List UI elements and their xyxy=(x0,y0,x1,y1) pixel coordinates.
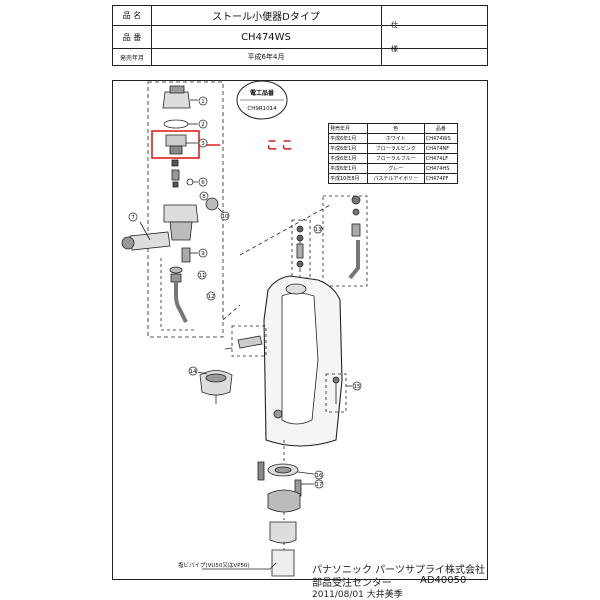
release-date-row: 発売年月 平成6年4月 xyxy=(113,49,487,65)
part-number-3: 3 xyxy=(198,138,208,148)
color-row-date: 平成6年1月 xyxy=(328,143,368,154)
color-header-date: 発売年月 xyxy=(328,123,368,134)
footer-company: パナソニック パーツサプライ株式会社 xyxy=(312,565,485,576)
part-number-15: 15 xyxy=(352,381,362,391)
pipe-label: 塩ビパイプ(VU50又はVP50) xyxy=(178,561,250,569)
color-row-color: ホワイト xyxy=(366,133,425,144)
product-number-value: CH474WS xyxy=(151,26,382,48)
color-row-color: グレー xyxy=(366,163,425,174)
svg-text:2: 2 xyxy=(201,122,205,128)
product-number-row: 品 番 CH474WS xyxy=(113,26,487,49)
footer-dept: 部品受注センター xyxy=(312,578,392,589)
part-number-2: 2 xyxy=(198,119,208,129)
svg-text:7: 7 xyxy=(131,215,135,221)
color-row-color: フローラルブルー xyxy=(366,153,425,164)
color-row-date: 平成6年1月 xyxy=(328,153,368,164)
part-number-14: 14 xyxy=(188,366,198,376)
footer-code: AD40050 xyxy=(420,575,467,586)
part-number-6: 6 xyxy=(198,177,208,187)
color-row-number: CH474LF xyxy=(423,153,459,164)
part-number-12: 12 xyxy=(206,291,216,301)
color-row: 平成6年1月 グレー CH474HS xyxy=(328,163,459,174)
svg-text:12: 12 xyxy=(208,294,215,300)
part-number-11: 11 xyxy=(197,270,207,280)
product-name-value: ストール小便器Dタイプ xyxy=(151,6,382,25)
color-row-date: 平成6年1月 xyxy=(328,133,368,144)
spec-label: 仕 xyxy=(391,21,398,29)
color-row-date: 平成10年8月 xyxy=(328,173,368,184)
color-row-color: パステルアイボリー xyxy=(366,173,425,184)
footer-date-author: 2011/08/01 大井美季 xyxy=(312,590,403,600)
exploded-diagram-frame xyxy=(112,80,488,580)
color-variant-table: 発売年月 色 品番 平成6年1月 ホワイト CH474WS 平成6年1月 フロー… xyxy=(328,123,459,184)
svg-text:1: 1 xyxy=(201,99,205,105)
svg-text:11: 11 xyxy=(199,273,206,279)
color-header-color: 色 xyxy=(366,123,425,134)
note-value: CH9R1014 xyxy=(247,106,277,112)
part-number-7: 7 xyxy=(128,212,138,222)
svg-text:8: 8 xyxy=(202,194,206,200)
release-date-label: 発売年月 xyxy=(113,49,152,65)
part-number-1: 1 xyxy=(198,96,208,106)
part-number-17: 17 xyxy=(314,479,324,489)
info-header-table: 品 名 ストール小便器Dタイプ 品 番 CH474WS 発売年月 平成6年4月 … xyxy=(112,5,488,66)
part-number-13: 13 xyxy=(313,224,323,234)
highlight-text: ここ xyxy=(266,138,296,152)
color-row-number: CH474HS xyxy=(423,163,459,174)
spec-label-2: 様 xyxy=(391,45,398,53)
product-number-label: 品 番 xyxy=(113,26,152,48)
svg-text:16: 16 xyxy=(316,473,323,479)
color-row-color: フローラルピンク xyxy=(366,143,425,154)
color-row: 平成6年1月 フローラルピンク CH474NF xyxy=(328,143,459,154)
svg-text:14: 14 xyxy=(190,369,197,375)
part-number-8: 8 xyxy=(199,191,209,201)
part-number-9: 9 xyxy=(198,248,208,258)
product-name-row: 品 名 ストール小便器Dタイプ xyxy=(113,6,487,26)
color-row-date: 平成6年1月 xyxy=(328,163,368,174)
product-name-label: 品 名 xyxy=(113,6,152,25)
color-row-number: CH474PF xyxy=(423,173,459,184)
svg-text:10: 10 xyxy=(222,214,229,220)
spec-cell: 仕 様 xyxy=(383,6,487,65)
electrical-part-note: 電工品番 CH9R1014 xyxy=(236,80,288,120)
svg-text:9: 9 xyxy=(201,251,205,257)
svg-text:13: 13 xyxy=(315,227,322,233)
note-title: 電工品番 xyxy=(250,89,275,97)
color-row: 平成6年1月 フローラルブルー CH474LF xyxy=(328,153,459,164)
color-row: 平成10年8月 パステルアイボリー CH474PF xyxy=(328,173,459,184)
color-table-header: 発売年月 色 品番 xyxy=(328,123,459,134)
svg-text:3: 3 xyxy=(201,141,205,147)
svg-text:15: 15 xyxy=(354,384,361,390)
svg-text:17: 17 xyxy=(316,482,323,488)
color-row-number: CH474WS xyxy=(423,133,459,144)
part-number-16: 16 xyxy=(314,470,324,480)
part-number-10: 10 xyxy=(220,211,230,221)
color-row-number: CH474NF xyxy=(423,143,459,154)
valve-group-outline xyxy=(147,81,224,338)
svg-text:6: 6 xyxy=(201,180,205,186)
release-date-value: 平成6年4月 xyxy=(151,49,382,65)
color-header-number: 品番 xyxy=(423,123,459,134)
color-row: 平成6年1月 ホワイト CH474WS xyxy=(328,133,459,144)
